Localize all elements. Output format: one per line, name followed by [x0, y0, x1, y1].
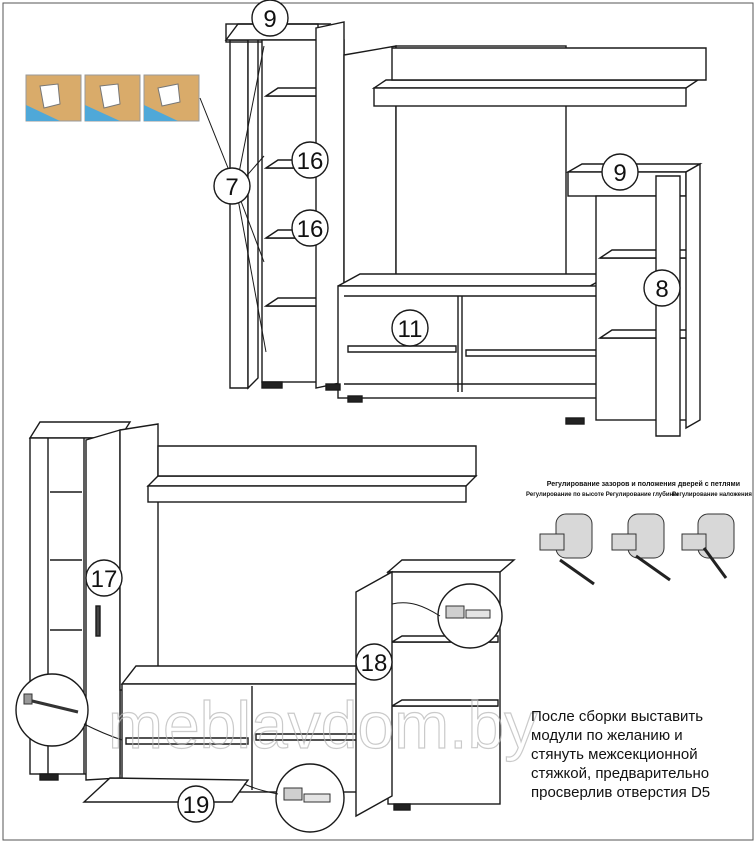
callout-17-label: 17 [91, 566, 118, 593]
assembly-note-line: стянуть межсекционной [531, 746, 698, 763]
callout-17: 17 [85, 559, 123, 597]
callout-19-label: 19 [183, 792, 210, 819]
callout-8-label: 8 [655, 276, 668, 303]
callout-9-left: 9 [251, 0, 289, 37]
assembly-note-line: просверлив отверстия D5 [531, 784, 711, 801]
callout-16-upper-label: 16 [297, 148, 324, 175]
callout-9-right: 9 [601, 153, 639, 191]
assembly-note-line: После сборки выставить [531, 708, 704, 725]
assembly-note-line: модули по желанию и [531, 727, 683, 744]
gas-strut-detail [15, 673, 123, 747]
hinge-adjustment-panel: Регулирование зазоров и положения дверей… [526, 480, 752, 586]
callout-11: 11 [391, 309, 429, 347]
hinge-adjust-title: Регулирование зазоров и положения дверей… [547, 480, 740, 488]
callout-16-lower-label: 16 [297, 216, 324, 243]
hinge-photos [25, 74, 200, 122]
callout-19: 19 [177, 785, 215, 823]
watermark: meblavdom.by [108, 688, 537, 762]
callout-9-right-label: 9 [613, 160, 626, 187]
hinge-detail-top [391, 583, 503, 649]
callout-7: 7 [213, 167, 251, 205]
assembly-note: После сборки выставить модули по желанию… [531, 707, 749, 802]
callout-16-upper: 16 [291, 141, 329, 179]
callout-9-left-label: 9 [263, 6, 276, 33]
hinge-caption-overlay: Регулирование наложения [672, 492, 752, 498]
upper-assembly [224, 21, 707, 437]
callout-18: 18 [355, 643, 393, 681]
callout-8: 8 [643, 269, 681, 307]
hinge-detail-bottom [243, 763, 345, 833]
callout-16-lower: 16 [291, 209, 329, 247]
callout-7-label: 7 [225, 174, 238, 201]
callout-18-label: 18 [361, 650, 388, 677]
callout-11-label: 11 [398, 316, 423, 343]
hinge-caption-depth: Регулирование глубины [606, 491, 679, 498]
assembly-note-line: стяжкой, предварительно [531, 765, 710, 782]
hinge-caption-height: Регулирование по высоте [526, 492, 605, 498]
